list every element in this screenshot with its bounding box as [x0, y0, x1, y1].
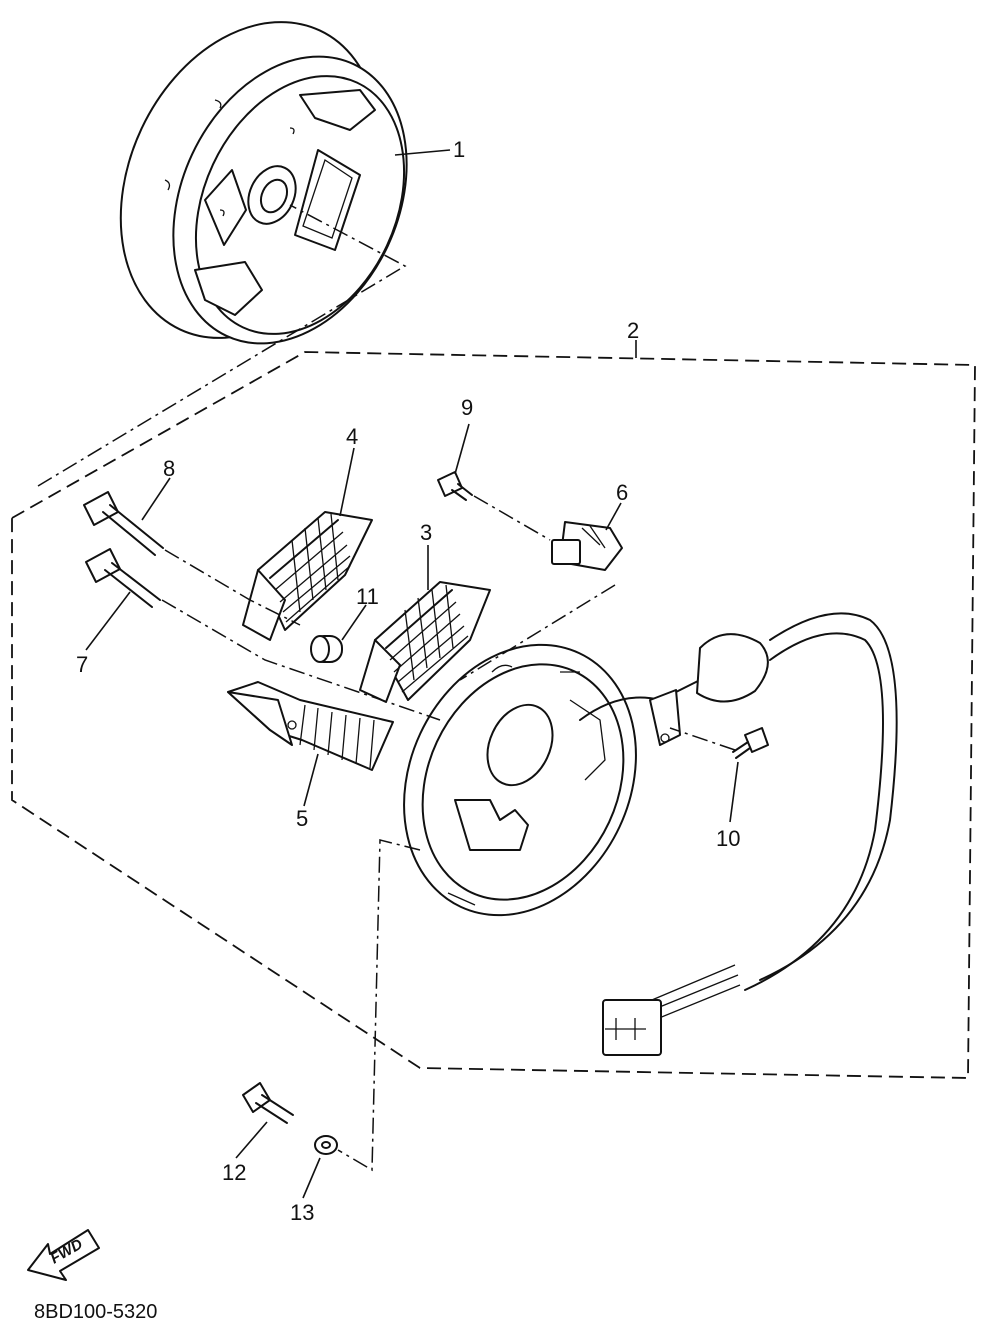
callout-6: 6 [616, 480, 628, 505]
axis-line-screw9 [473, 495, 551, 541]
callout-8: 8 [163, 456, 175, 481]
bolt-12 [242, 1082, 294, 1124]
callout-1: 1 [453, 137, 465, 162]
wire-harness [579, 612, 898, 1026]
leader-6 [605, 502, 622, 531]
leader-11 [341, 604, 367, 641]
leader-9 [454, 423, 470, 475]
callout-2: 2 [627, 318, 639, 343]
callout-3: 3 [420, 520, 432, 545]
callout-4: 4 [346, 424, 358, 449]
callout-10: 10 [716, 826, 740, 851]
drawing-code: 8BD100-5320 [34, 1301, 157, 1323]
leader-4 [339, 447, 355, 517]
axis-line-fasteners [337, 839, 421, 1172]
leader-12 [235, 1121, 268, 1159]
axis-line-bolt7 [161, 599, 441, 721]
screw-10 [732, 727, 769, 759]
leader-13 [302, 1157, 321, 1199]
leader-10 [729, 761, 739, 823]
washer-13 [314, 1135, 338, 1155]
connector [602, 999, 662, 1056]
assembly-2-boundary [11, 351, 976, 1079]
sensor-6 [551, 521, 623, 571]
callout-9: 9 [461, 395, 473, 420]
leader-5 [303, 753, 319, 807]
axis-line-bolt8 [164, 549, 301, 626]
screw-9 [437, 471, 473, 501]
callout-11: 11 [356, 584, 379, 609]
coil-4 [242, 511, 373, 641]
callout-7: 7 [76, 652, 88, 677]
stator-plate [403, 643, 637, 917]
leader-1 [394, 149, 451, 156]
callout-12: 12 [222, 1160, 246, 1185]
spacer-11 [310, 635, 343, 663]
axis-line-sensor [459, 584, 616, 681]
forward-direction-arrow: FWD [27, 1229, 100, 1281]
bolt-7 [85, 548, 161, 608]
pickup-coil-5 [227, 681, 394, 771]
flywheel-rotor [119, 21, 408, 345]
bolt-8 [83, 491, 164, 556]
callout-13: 13 [290, 1200, 314, 1225]
leader-7 [85, 591, 131, 651]
callout-5: 5 [296, 806, 308, 831]
axis-line-rotor [37, 204, 407, 487]
leader-8 [141, 477, 171, 521]
axis-line-screw10 [669, 727, 736, 751]
